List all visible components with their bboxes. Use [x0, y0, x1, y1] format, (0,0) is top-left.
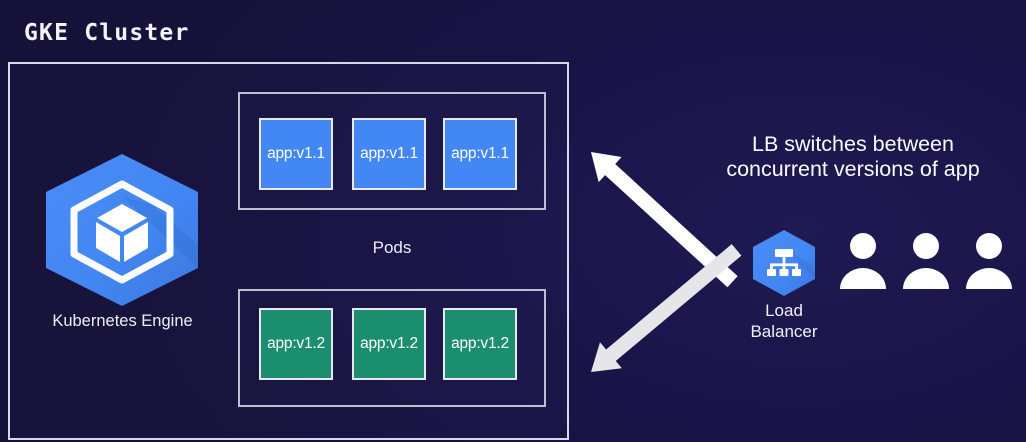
pod-group-v11 [238, 92, 546, 210]
pod-v12-3[interactable]: app:v1.2 [443, 308, 517, 380]
gke-cluster-boundary [8, 62, 569, 440]
pods-label: Pods [372, 238, 412, 257]
user-icon-1 [840, 233, 886, 289]
load-balancer-label: Load Balancer [722, 300, 846, 343]
load-balancer-label-line2: Balancer [750, 322, 818, 342]
pod-group-v12 [238, 289, 546, 407]
lb-note-line2: concurrent versions of app [726, 157, 980, 182]
load-balancer-icon[interactable] [748, 228, 820, 298]
pod-v11-1[interactable]: app:v1.1 [259, 118, 333, 190]
kubernetes-engine-icon [32, 150, 212, 310]
user-icon-3 [966, 233, 1012, 289]
lb-note-line1: LB switches between [752, 132, 954, 156]
users-group [838, 232, 1014, 290]
page-title: GKE Cluster [24, 20, 190, 46]
pod-v12-1[interactable]: app:v1.2 [259, 308, 333, 380]
lb-note: LB switches between concurrent versions … [688, 132, 1018, 183]
user-icon-2 [903, 233, 949, 289]
pod-v12-2[interactable]: app:v1.2 [352, 308, 426, 380]
pod-v11-2[interactable]: app:v1.1 [352, 118, 426, 190]
load-balancer-label-line1: Load [765, 301, 803, 320]
pod-v11-3[interactable]: app:v1.1 [443, 118, 517, 190]
kubernetes-engine-label: Kubernetes Engine [52, 312, 193, 330]
